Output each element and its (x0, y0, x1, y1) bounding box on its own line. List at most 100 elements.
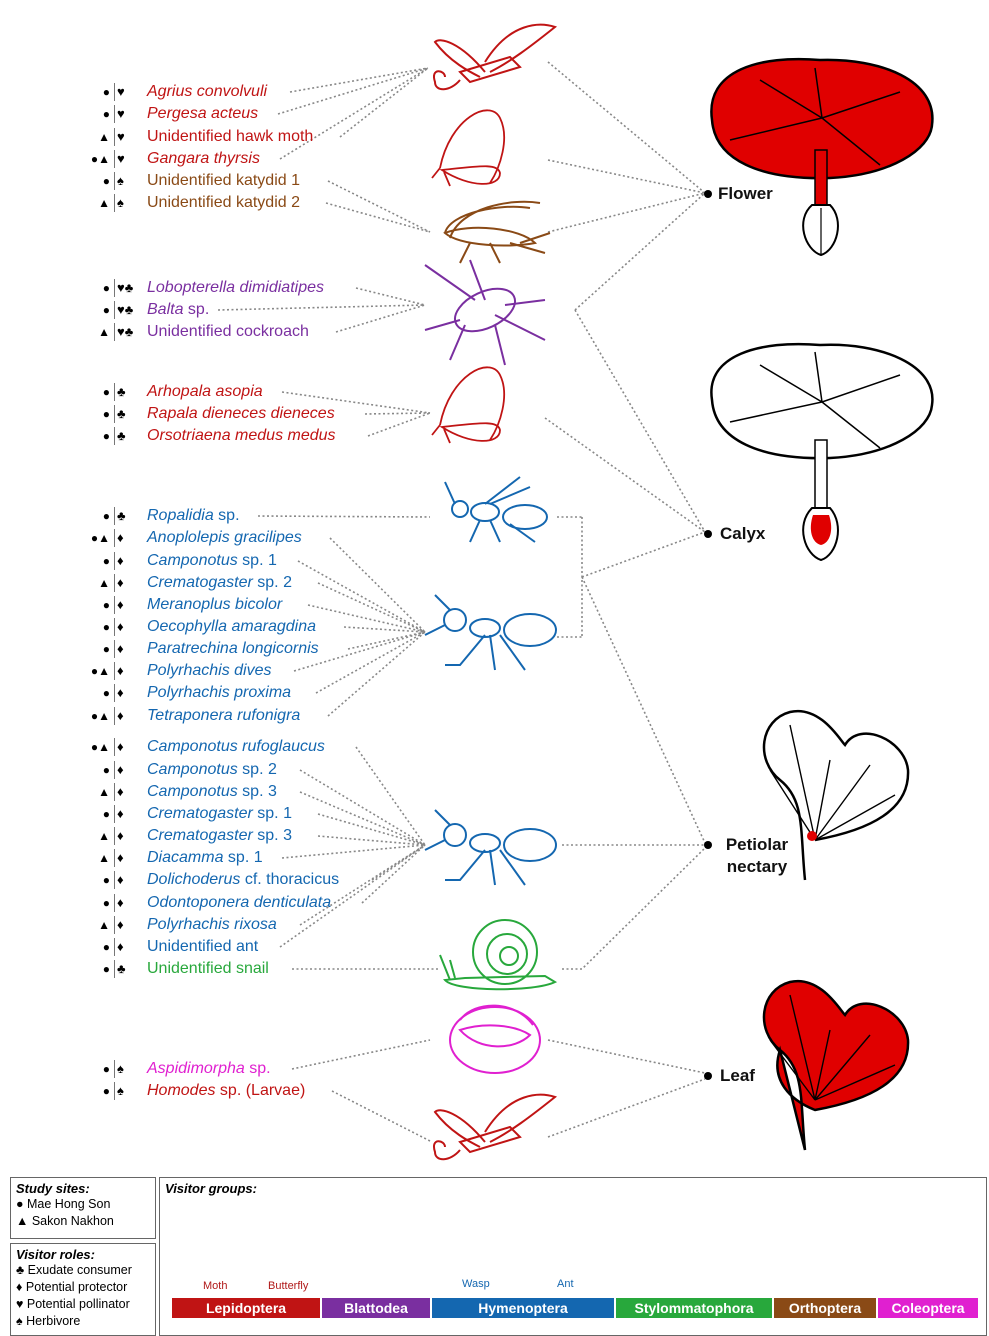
row-divider (114, 552, 115, 570)
role-potential-pollinator: ♥ Potential pollinator (16, 1297, 130, 1311)
ant-icon (424, 809, 557, 886)
species-binomial: Arhopala asopia (147, 383, 263, 400)
species-name: Orsotriaena medus medus (147, 425, 336, 447)
connector-line (355, 287, 426, 306)
flower-node-dot (704, 190, 712, 198)
species-row: ●♠Aspidimorpha sp. (0, 1058, 400, 1080)
moth-caption: Moth (203, 1280, 228, 1292)
site-sakon-nakhon: ▲ Sakon Nakhon (16, 1214, 114, 1228)
connector-line (581, 531, 706, 578)
species-binomial: Paratrechina longicornis (147, 640, 319, 657)
study-site-markers: ▲ (98, 785, 110, 799)
connector-line (307, 604, 426, 633)
study-site-markers: ▲ (98, 325, 110, 339)
connector-line (317, 813, 426, 846)
study-site-markers: ● (102, 385, 110, 399)
leaf-node-dot (704, 1072, 712, 1080)
row-divider (114, 427, 115, 445)
row-divider (114, 172, 115, 190)
species-row: ●♥Agrius convolvuli (0, 81, 400, 103)
row-divider (114, 894, 115, 912)
visitor-role-markers: ♦ (117, 530, 124, 545)
row-divider (114, 707, 115, 725)
species-binomial: Ropalidia (147, 507, 214, 524)
site-mae-hong-son: ● Mae Hong Son (16, 1197, 111, 1211)
row-divider (114, 194, 115, 212)
species-name: Odontoponera denticulata (147, 892, 331, 914)
connector-line (293, 631, 426, 672)
study-site-markers: ● (102, 85, 110, 99)
row-divider (114, 938, 115, 956)
species-row: ●♦Odontoponera denticulata (0, 892, 400, 914)
species-row: ●♣Orsotriaena medus medus (0, 425, 400, 447)
species-row: ●♦Paratrechina longicornis (0, 638, 400, 660)
row-divider (114, 105, 115, 123)
species-row: ▲♦Crematogaster sp. 3 (0, 825, 400, 847)
study-site-markers: ● (102, 554, 110, 568)
connector-line (335, 304, 426, 333)
row-divider (114, 640, 115, 658)
connector-line (257, 515, 431, 518)
visitor-role-markers: ♣ (117, 961, 126, 976)
species-name: Camponotus sp. 1 (147, 550, 277, 572)
study-site-markers: ●▲ (90, 152, 110, 166)
species-binomial: Homodes (147, 1082, 216, 1099)
study-site-markers: ● (102, 962, 110, 976)
visitor-role-markers: ♥ (117, 84, 125, 99)
role-exudate-consumer: ♣ Exudate consumer (16, 1263, 132, 1277)
species-binomial: Unidentified snail (147, 960, 269, 977)
visitor-role-markers: ♦ (117, 739, 124, 754)
species-row: ●♦Meranoplus bicolor (0, 594, 400, 616)
visitor-role-markers: ♦ (117, 619, 124, 634)
visitor-role-markers: ♣ (117, 384, 126, 399)
species-row: ▲♦Diacamma sp. 1 (0, 847, 400, 869)
species-name: Balta sp. (147, 299, 209, 321)
role-herbivore: ♠ Herbivore (16, 1314, 81, 1328)
butterfly-icon (431, 366, 505, 444)
study-site-markers: ●▲ (90, 740, 110, 754)
species-name: Unidentified ant (147, 936, 258, 958)
species-name: Ropalidia sp. (147, 505, 240, 527)
visitor-role-markers: ♦ (117, 575, 124, 590)
visitor-role-markers: ♦ (117, 784, 124, 799)
species-suffix: sp. 2 (252, 574, 292, 591)
study-site-markers: ● (102, 1084, 110, 1098)
study-site-markers: ●▲ (90, 709, 110, 723)
row-divider (114, 128, 115, 146)
species-row: ●♥♣Balta sp. (0, 299, 400, 321)
visitor-role-markers: ♥♣ (117, 280, 134, 295)
visitor-role-markers: ♦ (117, 917, 124, 932)
study-site-markers: ● (102, 598, 110, 612)
study-site-markers: ●▲ (90, 664, 110, 678)
visitor-role-markers: ♦ (117, 806, 124, 821)
row-divider (114, 1060, 115, 1078)
species-binomial: Rapala dieneces dieneces (147, 405, 335, 422)
species-binomial: Camponotus (147, 783, 238, 800)
calyx-node-dot (704, 530, 712, 538)
visitor-groups-title: Visitor groups: (165, 1181, 257, 1196)
study-site-markers: ● (102, 642, 110, 656)
ant-caption: Ant (557, 1278, 574, 1290)
study-site-markers: ● (102, 686, 110, 700)
ant-icon (424, 594, 557, 671)
species-name: Arhopala asopia (147, 381, 263, 403)
row-divider (114, 761, 115, 779)
species-binomial: Balta (147, 301, 184, 318)
species-name: Diacamma sp. 1 (147, 847, 263, 869)
species-name: Paratrechina longicornis (147, 638, 319, 660)
connector-line (544, 417, 706, 533)
row-divider (114, 596, 115, 614)
species-binomial: Polyrhachis dives (147, 662, 272, 679)
visitor-role-markers: ♦ (117, 663, 124, 678)
visitor-role-markers: ♦ (117, 828, 124, 843)
visitor-role-markers: ♥♣ (117, 324, 134, 339)
species-binomial: Tetraponera rufonigra (147, 707, 301, 724)
visitor-role-markers: ♥ (117, 151, 125, 166)
petiolar-nectary-label: Petiolar nectary (716, 834, 798, 878)
row-divider (114, 662, 115, 680)
species-row: ●▲ ♦ Polyrhachis dives (0, 660, 400, 682)
species-row: ●▲♦Anoplolepis gracilipes (0, 527, 400, 549)
connector-line (547, 192, 706, 233)
species-binomial: Unidentified katydid 2 (147, 194, 300, 211)
katydid-icon (443, 200, 551, 264)
